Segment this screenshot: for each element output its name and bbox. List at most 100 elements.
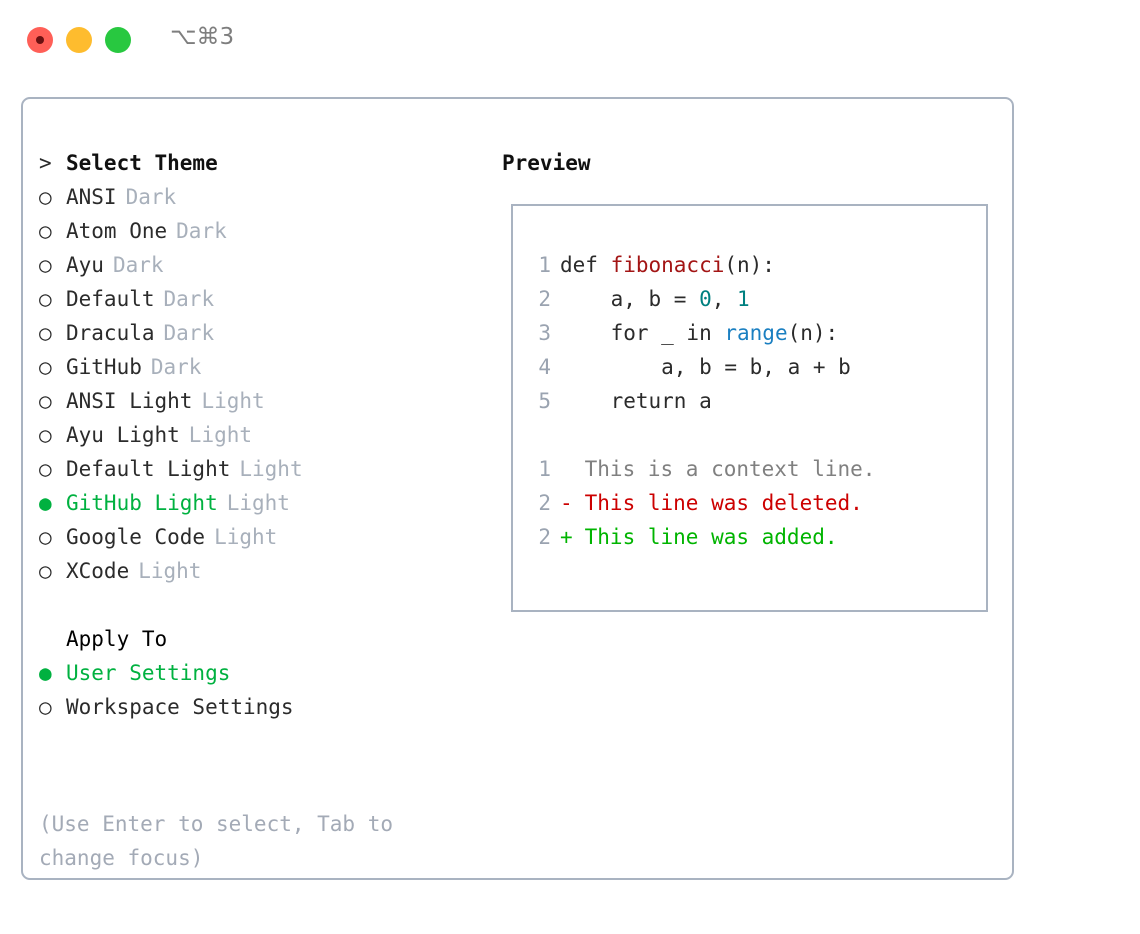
- code-token: fibonacci: [610, 253, 725, 277]
- theme-variant-tag: Light: [226, 491, 290, 515]
- theme-variant-tag: Dark: [176, 219, 227, 243]
- radio-unselected-icon: ○: [39, 253, 52, 277]
- code-line-number: 4: [538, 355, 551, 379]
- apply-to-option-row[interactable]: ●User Settings: [39, 661, 479, 695]
- radio-selected-icon: ●: [39, 491, 52, 515]
- code-line: 3 for _ in range(n):: [529, 316, 875, 350]
- code-line-number: 5: [538, 389, 551, 413]
- code-token: a, b = b, a + b: [560, 355, 851, 379]
- theme-variant-tag: Light: [188, 423, 253, 447]
- list-spacer: [39, 593, 479, 627]
- diff-text: This line was deleted.: [572, 491, 863, 515]
- radio-unselected-icon: ○: [39, 559, 52, 583]
- theme-option-row[interactable]: ○ GitHub Dark: [39, 355, 479, 389]
- select-theme-heading-row: > Select Theme: [39, 151, 479, 185]
- preview-column: Preview: [502, 151, 591, 185]
- code-token: for _ in: [560, 321, 725, 345]
- code-token: (n):: [724, 253, 775, 277]
- minimize-window-button[interactable]: [66, 27, 92, 53]
- radio-unselected-icon: ○: [39, 389, 52, 413]
- apply-to-option-label: User Settings: [66, 661, 231, 685]
- theme-option-label: ANSI: [66, 185, 117, 209]
- theme-option-row[interactable]: ○ Google Code Light: [39, 525, 479, 559]
- theme-variant-tag: Light: [138, 559, 202, 583]
- theme-option-label: Dracula: [66, 321, 155, 345]
- code-line: 2 a, b = 0, 1: [529, 282, 875, 316]
- theme-variant-tag: Dark: [163, 287, 215, 311]
- theme-option-label: Default Light: [66, 457, 231, 481]
- theme-option-row[interactable]: ○ XCode Light: [39, 559, 479, 593]
- theme-option-label: Ayu Light: [66, 423, 180, 447]
- apply-to-option-label: Workspace Settings: [66, 695, 294, 719]
- theme-option-label: XCode: [66, 559, 130, 583]
- theme-option-label: Ayu: [66, 253, 104, 277]
- code-line-number: 2: [538, 287, 551, 311]
- diff-marker: [560, 452, 572, 486]
- diff-marker: -: [560, 491, 573, 515]
- radio-unselected-icon: ○: [39, 321, 52, 345]
- radio-unselected-icon: ○: [39, 525, 52, 549]
- radio-unselected-icon: ○: [39, 219, 52, 243]
- theme-variant-tag: Light: [201, 389, 265, 413]
- diff-text: This line was added.: [572, 525, 838, 549]
- focus-caret-icon: >: [39, 151, 52, 175]
- diff-marker: +: [560, 525, 573, 549]
- code-line-number: 1: [538, 253, 551, 277]
- theme-variant-tag: Light: [214, 525, 278, 549]
- theme-option-label: Google Code: [66, 525, 206, 549]
- code-token: a, b =: [560, 287, 700, 311]
- code-line: 5 return a: [529, 384, 875, 418]
- theme-option-label: GitHub: [66, 355, 142, 379]
- code-line: 4 a, b = b, a + b: [529, 350, 875, 384]
- theme-option-row[interactable]: ○ Ayu Dark: [39, 253, 479, 287]
- diff-line-number: 2: [538, 525, 551, 549]
- diff-line: 2- This line was deleted.: [529, 486, 875, 520]
- radio-unselected-icon: ○: [39, 695, 52, 719]
- code-diff-separator: [529, 418, 875, 452]
- theme-variant-tag: Dark: [125, 185, 177, 209]
- code-line-number: 3: [538, 321, 551, 345]
- close-window-button[interactable]: [27, 27, 53, 53]
- code-token: 1: [737, 287, 750, 311]
- theme-variant-tag: Dark: [112, 253, 164, 277]
- title-bar: ⌥⌘3: [0, 0, 1140, 76]
- diff-line: 1 This is a context line.: [529, 452, 875, 486]
- code-token: (n):: [787, 321, 839, 345]
- keyboard-shortcut-label: ⌥⌘3: [170, 24, 235, 50]
- theme-option-row[interactable]: ● GitHub Light Light: [39, 491, 479, 525]
- theme-option-label: Atom One: [66, 219, 168, 243]
- code-token: range: [724, 321, 788, 345]
- apply-to-heading-row: ○ Apply To: [39, 627, 479, 661]
- apply-to-options-list: ●User Settings○ Workspace Settings: [39, 661, 479, 729]
- diff-line-number: 2: [538, 491, 551, 515]
- code-token: return a: [560, 389, 712, 413]
- radio-unselected-icon: ○: [39, 457, 52, 481]
- diff-line: 2 + This line was added.: [529, 520, 875, 554]
- diff-line-number: 1: [538, 457, 551, 481]
- radio-unselected-icon: ○: [39, 355, 52, 379]
- maximize-window-button[interactable]: [105, 27, 131, 53]
- select-theme-heading: Select Theme: [66, 151, 218, 175]
- radio-unselected-icon: ○: [39, 287, 52, 311]
- theme-variant-tag: Dark: [150, 355, 202, 379]
- code-token: ,: [711, 287, 738, 311]
- diff-text: This is a context line.: [572, 457, 876, 481]
- theme-option-label: GitHub Light: [66, 491, 218, 515]
- apply-to-option-row[interactable]: ○ Workspace Settings: [39, 695, 479, 729]
- theme-option-row[interactable]: ○ Atom One Dark: [39, 219, 479, 253]
- code-token: 0: [699, 287, 712, 311]
- apply-to-heading: Apply To: [66, 627, 168, 651]
